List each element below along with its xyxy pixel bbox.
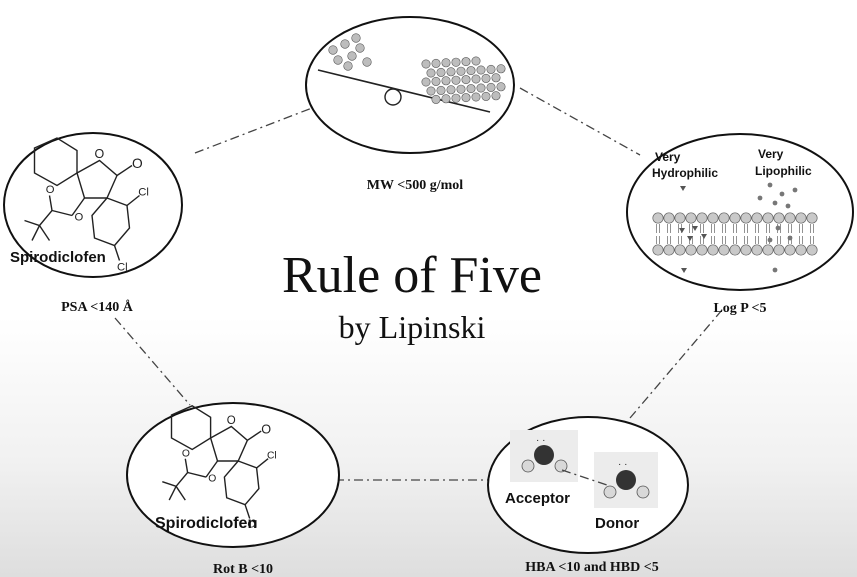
logp-label-hydrophilic-1: Very [655,150,681,164]
hb-label-donor: Donor [595,515,639,532]
acceptor-water-molecule: · · [521,435,568,473]
node-psa-oval [3,132,183,278]
molecule-ball [351,33,361,43]
molecule-ball [343,61,353,71]
logp-label-hydrophilic-2: Hydrophilic [652,166,718,180]
molecule-ball [436,67,446,77]
molecule-ball [481,73,491,83]
svg-text:Cl: Cl [267,451,277,462]
node-logp: Very Hydrophilic Very Lipophilic Log P <… [626,133,854,316]
molecule-ball [456,84,466,94]
molecule-ball [486,82,496,92]
molecule-ball [441,94,451,104]
logp-label-lipophilic-2: Lipophilic [755,164,812,178]
svg-text:Cl: Cl [117,262,128,274]
hydrogen-bond-link [561,469,611,487]
molecule-ball [441,76,451,86]
connector-logp-hb [629,309,723,419]
large-molecule-balls [421,56,506,104]
molecule-ball [491,73,501,83]
seesaw-beam [317,69,491,113]
svg-text:O: O [227,415,236,427]
node-hb-caption: HBA <10 and HBD <5 [525,560,658,575]
molecule-ball [471,92,481,102]
molecule-ball [451,93,461,103]
svg-text:· ·: · · [536,435,545,446]
molecule-ball [426,86,436,96]
node-rotb-caption: Rot B <10 [213,562,273,577]
molecule-ball [421,59,431,69]
molecule-ball [340,39,350,49]
svg-text:O: O [208,474,216,485]
molecule-ball [461,75,471,85]
connector-psa-mw [194,107,313,154]
node-hb: · · · · Acceptor Donor HBA <10 and HBD <… [487,416,689,575]
svg-text:O: O [95,147,105,161]
molecule-ball [421,77,431,87]
connector-psa-rotb [114,317,191,406]
molecule-ball [451,75,461,85]
connectors [114,87,723,481]
molecule-ball [355,43,365,53]
molecule-ball [333,55,343,65]
svg-text:O: O [132,156,143,171]
molecule-ball [486,64,496,74]
molecule-ball [431,94,441,104]
svg-text:O: O [182,448,190,459]
svg-text:Cl: Cl [247,520,257,531]
logp-label-lipophilic-1: Very [758,147,784,161]
node-rotb-oval [126,402,340,548]
svg-text:Cl: Cl [138,187,149,199]
hb-label-acceptor: Acceptor [505,490,570,507]
donor-water-molecule: · · [603,459,650,499]
molecule-ball [476,65,486,75]
molecule-ball [496,82,506,92]
molecule-ball [466,84,476,94]
molecule-ball [446,85,456,95]
molecule-ball [461,93,471,103]
rotb-molecule-label: Spirodiclofen [155,515,257,532]
molecule-ball [466,66,476,76]
molecule-ball [451,57,461,67]
molecule-ball [426,68,436,78]
molecule-ball [471,56,481,66]
molecule-ball [476,83,486,93]
molecule-ball [481,91,491,101]
svg-text:O: O [46,184,55,196]
molecule-ball [441,58,451,68]
node-mw: MW <500 g/mol [305,16,515,193]
molecule-ball [347,51,357,61]
molecule-ball [446,67,456,77]
molecule-ball [491,91,501,101]
molecule-ball [436,85,446,95]
svg-text:· ·: · · [618,459,627,470]
molecule-ball [328,45,338,55]
molecule-ball [431,76,441,86]
lipid-bilayer-membrane [652,212,818,256]
main-subtitle: by Lipinski [339,309,486,345]
svg-text:O: O [261,422,271,436]
node-mw-caption: MW <500 g/mol [367,178,463,193]
psa-molecule-label: Spirodiclofen [10,249,106,266]
seesaw-fulcrum [384,88,402,106]
connector-mw-logp [519,87,641,156]
solute-particles [679,182,798,273]
node-logp-caption: Log P <5 [713,301,766,316]
molecule-ball [431,58,441,68]
molecule-ball [456,66,466,76]
node-psa-caption: PSA <140 Å [61,299,134,315]
molecule-ball [496,64,506,74]
molecule-ball [362,57,372,67]
molecule-ball [471,74,481,84]
small-molecule-balls [328,33,372,71]
main-title: Rule of Five [282,247,542,304]
molecule-ball [461,57,471,67]
svg-text:O: O [75,212,84,224]
